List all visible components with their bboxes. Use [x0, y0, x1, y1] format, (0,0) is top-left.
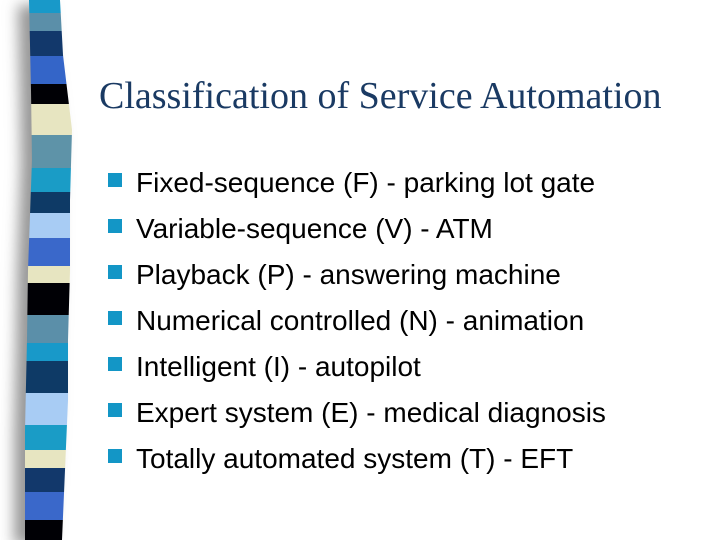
- bullet-item-text: Totally automated system (T) - EFT: [136, 443, 574, 474]
- bullet-item-text: Expert system (E) - medical diagnosis: [136, 397, 606, 428]
- bullet-item: Playback (P) - answering machine: [108, 252, 708, 298]
- ribbon-stripe: [25, 213, 72, 238]
- ribbon-stripe: [25, 361, 72, 393]
- ribbon-stripe: [25, 192, 72, 213]
- bullet-item-text: Intelligent (I) - autopilot: [136, 351, 421, 382]
- ribbon-stripe: [25, 266, 72, 283]
- ribbon-stripe: [25, 135, 72, 168]
- ribbon-stripe: [25, 238, 72, 266]
- bullet-item: Fixed-sequence (F) - parking lot gate: [108, 160, 708, 206]
- bullet-item: Totally automated system (T) - EFT: [108, 436, 708, 482]
- ribbon-stripes: [25, 0, 72, 540]
- ribbon-stripe: [25, 104, 72, 135]
- ribbon-stripe: [25, 56, 72, 84]
- bullet-square-icon: [108, 403, 122, 417]
- bullet-item-text: Playback (P) - answering machine: [136, 259, 561, 290]
- bullet-item-text: Variable-sequence (V) - ATM: [136, 213, 493, 244]
- ribbon-stripe: [25, 283, 72, 315]
- ribbon-stripe: [25, 393, 72, 425]
- ribbon-stripe: [25, 425, 72, 450]
- ribbon-stripe: [25, 520, 72, 540]
- bullet-square-icon: [108, 219, 122, 233]
- bullet-square-icon: [108, 449, 122, 463]
- ribbon-stripe: [25, 0, 72, 13]
- ribbon-stripe: [25, 315, 72, 343]
- bullet-item: Intelligent (I) - autopilot: [108, 344, 708, 390]
- ribbon-stripe: [25, 343, 72, 361]
- bullet-item: Expert system (E) - medical diagnosis: [108, 390, 708, 436]
- bullet-square-icon: [108, 311, 122, 325]
- ribbon-stripe: [25, 84, 72, 104]
- ribbon-stripe: [25, 31, 72, 56]
- bullet-square-icon: [108, 265, 122, 279]
- ribbon-stripe: [25, 168, 72, 192]
- slide-title: Classification of Service Automation: [99, 75, 662, 117]
- bullet-item-text: Numerical controlled (N) - animation: [136, 305, 585, 336]
- bullet-item: Variable-sequence (V) - ATM: [108, 206, 708, 252]
- bullet-square-icon: [108, 357, 122, 371]
- ribbon-stripe: [25, 468, 72, 492]
- ribbon-stripe: [25, 13, 72, 31]
- bullet-square-icon: [108, 173, 122, 187]
- ribbon-stripe: [25, 492, 72, 520]
- ribbon-stripe: [25, 450, 72, 468]
- decorative-ribbon: [22, 0, 78, 540]
- bullet-item: Numerical controlled (N) - animation: [108, 298, 708, 344]
- bullet-item-text: Fixed-sequence (F) - parking lot gate: [136, 167, 596, 198]
